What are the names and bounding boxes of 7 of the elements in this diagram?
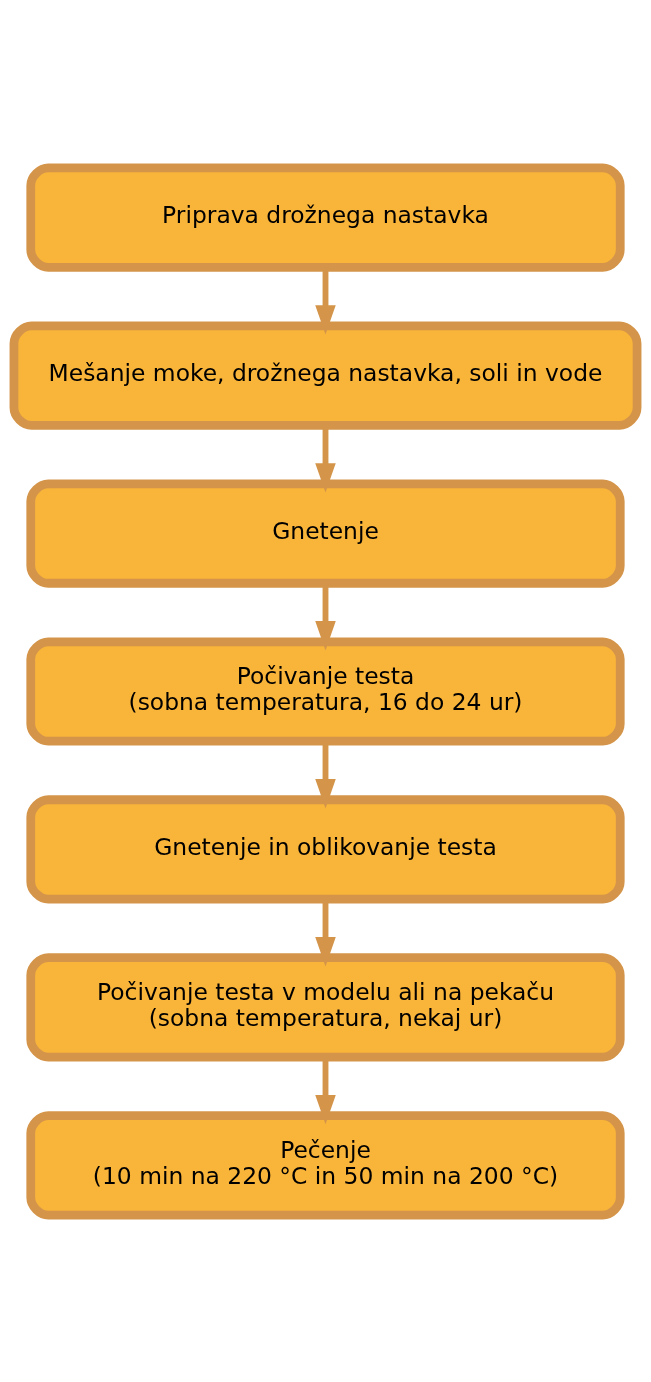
node-box: Počivanje testa (sobna temperatura, 16 do 24 ur) [26, 636, 625, 746]
node-box: Priprava drožnega nastavka [26, 162, 625, 272]
node-box: Gnetenje in oblikovanje testa [26, 794, 625, 904]
node-box: Pečenje (10 min na 220 °C in 50 min na 200 °C) [26, 1110, 625, 1220]
node-box: Gnetenje [26, 478, 625, 588]
node-box: Počivanje testa v modelu ali na pekaču (sobna temperatura, nekaj ur) [26, 952, 625, 1062]
node-box: Mešanje moke, drožnega nastavka, soli in vode [9, 320, 642, 430]
